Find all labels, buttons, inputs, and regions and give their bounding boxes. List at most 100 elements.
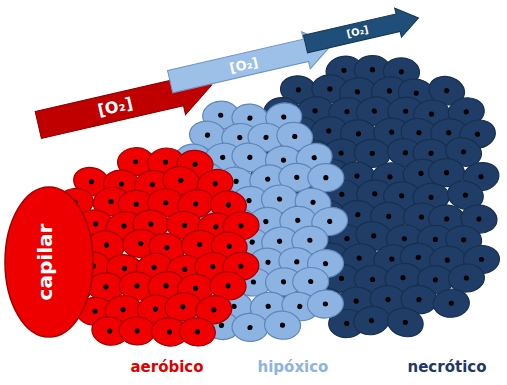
capillary-outline [5, 187, 93, 337]
nucleus [399, 69, 404, 74]
nucleus [263, 218, 269, 224]
nucleus [464, 275, 469, 280]
nucleus [326, 128, 332, 134]
nucleus [295, 217, 301, 223]
nucleus [474, 131, 480, 137]
zone-label: hipóxico [258, 358, 329, 376]
nucleus [344, 321, 349, 326]
nucleus [292, 133, 298, 139]
nucleus [210, 264, 216, 270]
nucleus [385, 297, 391, 303]
nucleus [134, 283, 140, 289]
nucleus [370, 277, 375, 282]
nucleus [226, 243, 232, 249]
nucleus [294, 175, 299, 180]
nucleus [249, 239, 255, 245]
nucleus [88, 179, 94, 185]
nucleus [134, 328, 139, 333]
zone-label: necrótico [408, 358, 487, 376]
nucleus [308, 279, 313, 284]
nucleus [368, 318, 374, 324]
nucleus [478, 174, 484, 180]
nucleus [103, 242, 109, 248]
nucleus [323, 175, 328, 180]
nucleus [416, 255, 422, 261]
nucleus [138, 241, 144, 247]
nucleus [356, 131, 362, 137]
nucleus [277, 196, 282, 201]
nucleus [389, 256, 395, 262]
aerobic-cell [119, 316, 156, 345]
nucleus [265, 259, 271, 265]
nucleus [149, 182, 155, 188]
nucleus [180, 304, 186, 310]
nucleus [148, 222, 153, 227]
nucleus [369, 151, 375, 157]
nucleus [372, 191, 377, 196]
nucleus [194, 329, 200, 335]
nucleus [418, 170, 424, 176]
nucleus [265, 176, 271, 182]
nucleus [218, 112, 224, 118]
nucleus [370, 67, 375, 72]
nucleus [297, 303, 303, 309]
nucleus [356, 255, 362, 261]
nucleus [238, 223, 244, 229]
nucleus [121, 223, 127, 229]
nucleus [134, 202, 139, 207]
nucleus [225, 283, 230, 288]
nucleus [119, 181, 125, 187]
nucleus [445, 257, 451, 263]
nucleus [133, 159, 139, 165]
nucleus [178, 178, 184, 184]
nucleus [371, 108, 377, 114]
nucleus [399, 193, 404, 198]
nucleus [429, 111, 435, 117]
nucleus [281, 114, 287, 120]
nucleus [327, 218, 333, 224]
nucleus [402, 150, 408, 156]
nucleus [387, 174, 393, 180]
nucleus [167, 329, 173, 335]
necrotic-cell [448, 263, 485, 293]
nucleus [182, 266, 188, 272]
nucleus [386, 214, 391, 219]
nucleus [327, 86, 332, 91]
nucleus [211, 307, 217, 313]
nucleus [339, 276, 344, 281]
nucleus [192, 201, 198, 207]
nucleus [310, 199, 316, 205]
necrotic-cell [351, 303, 392, 337]
nucleus [444, 216, 450, 222]
nucleus [151, 264, 157, 270]
nucleus [103, 284, 108, 289]
oxygen-arrow: [O₂] [302, 3, 422, 58]
nucleus [461, 237, 467, 243]
nucleus [213, 224, 219, 230]
nucleus [220, 154, 226, 160]
nucleus [370, 233, 376, 239]
nucleus [281, 279, 286, 284]
necrotic-cell [385, 305, 427, 341]
nucleus [296, 87, 302, 93]
nucleus [238, 263, 244, 269]
nucleus [479, 257, 484, 262]
nucleus [182, 222, 188, 228]
nucleus [413, 90, 419, 96]
nucleus [338, 150, 344, 156]
nucleus [237, 135, 243, 141]
nucleus [163, 283, 169, 289]
nucleus [403, 108, 409, 114]
hypoxic-cell [264, 310, 302, 340]
nucleus [389, 129, 394, 134]
nucleus [108, 198, 114, 204]
nucleus [344, 236, 350, 242]
necrotic-cells [232, 53, 501, 340]
nucleus [233, 178, 239, 184]
nucleus [444, 170, 449, 175]
nucleus [344, 109, 350, 115]
nucleus [416, 297, 422, 303]
arrow-body [302, 3, 422, 58]
nucleus [307, 237, 313, 243]
necrotic-cell [432, 288, 470, 318]
